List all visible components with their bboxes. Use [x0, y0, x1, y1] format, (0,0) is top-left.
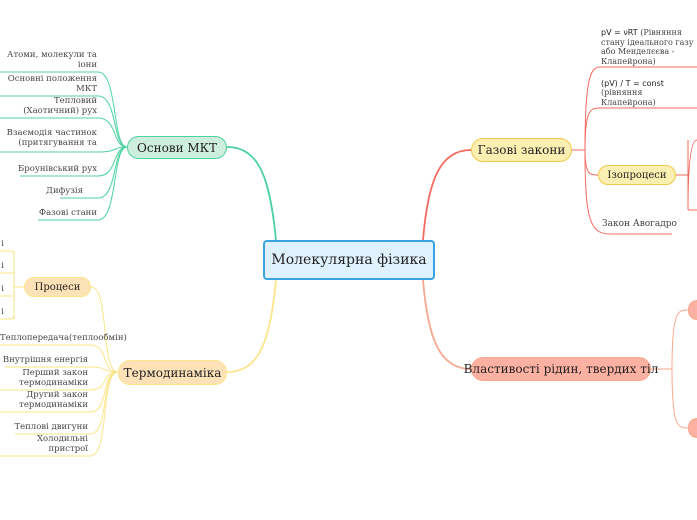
leaf-avogadro[interactable]: Закон Авогадро — [602, 219, 677, 229]
formula-desc: (Рівняння стану ідеального — [601, 28, 682, 47]
topic-osnovy-mkt[interactable]: Основи МКТ — [127, 136, 227, 159]
subtopic-izoprotsesy[interactable]: Ізопроцеси — [598, 165, 676, 185]
leaf-process[interactable]: і — [1, 239, 4, 249]
leaf-process[interactable]: і — [1, 307, 4, 317]
partial-node-1[interactable] — [688, 300, 697, 320]
formula-desc: (рівняння — [601, 88, 643, 97]
formula: (pV) / T = const — [601, 78, 664, 88]
topic-termodynamika[interactable]: Термодинаміка — [118, 360, 227, 385]
leaf-mkt[interactable]: Фазові стани — [39, 208, 97, 218]
leaf-termo[interactable]: Холодильні пристрої — [37, 434, 88, 454]
leaf-process[interactable]: і — [1, 284, 4, 294]
leaf-mkt[interactable]: Тепловий (Хаотичний) рух — [23, 96, 97, 116]
leaf-termo[interactable]: Теплові двигуни — [14, 422, 88, 432]
subtopic-protsesy[interactable]: Процеси — [24, 277, 91, 297]
leaf-mkt[interactable]: Броунівський рух — [18, 164, 97, 174]
central-topic[interactable]: Молекулярна фізика — [263, 240, 435, 280]
leaf-termo[interactable]: Другий закон термодинаміки — [19, 390, 88, 410]
formula: pV = νRT — [601, 28, 638, 37]
leaf-termo[interactable]: Перший закон термодинаміки — [19, 368, 88, 388]
formula-desc-2: газу або Менделєєва - Клапейрона) — [601, 37, 694, 66]
formula-desc-2: Клапейрона) — [601, 97, 656, 107]
leaf-termo[interactable]: Внутрішня енергія — [2, 355, 88, 365]
leaf-gas-equation[interactable]: pV = νRT (Рівняння стану ідеального газу… — [601, 28, 695, 66]
topic-gazovi-zakony[interactable]: Газові закони — [471, 138, 572, 162]
leaf-termo[interactable]: Теплопередача(теплообмін) — [0, 333, 127, 343]
leaf-mkt[interactable]: Атоми, молекули та іони — [7, 50, 97, 70]
partial-node-2[interactable] — [688, 418, 697, 438]
leaf-process[interactable]: і — [1, 261, 4, 271]
leaf-mkt[interactable]: Дифузія — [46, 186, 83, 196]
leaf-mkt[interactable]: Основні положення МКТ — [7, 74, 97, 94]
leaf-clapeyron[interactable]: (pV) / T = const (рівняння Клапейрона) — [601, 79, 695, 108]
leaf-mkt[interactable]: Взаємодія частинок (притягування та — [6, 128, 97, 148]
topic-vlastyvosti[interactable]: Властивості рідин, твердих тіл — [464, 357, 658, 381]
